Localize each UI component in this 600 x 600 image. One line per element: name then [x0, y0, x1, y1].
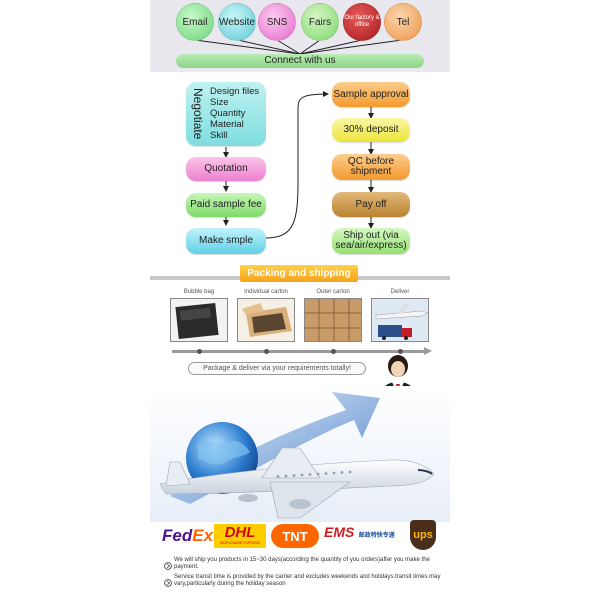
dhl-logo: DHL WORLDWIDE EXPRESS [214, 524, 266, 548]
contact-fairs-label: Fairs [308, 16, 332, 28]
bubble-bag-image [170, 298, 228, 342]
ems-logo: EMS 邮政特快专递 [324, 524, 406, 548]
contact-factory-label: Our factory & office [344, 15, 380, 28]
contact-connector-lines [194, 39, 403, 55]
contact-sns-label: SNS [266, 16, 288, 28]
timeline-dot [264, 349, 269, 354]
contact-email-label: Email [182, 16, 208, 28]
stage-label-individual-carton: Individual carton [244, 289, 288, 295]
step-ship-out: Ship out (via sea/air/express) [332, 228, 410, 254]
negotiate-item: Size [210, 97, 229, 108]
contact-tel[interactable]: Tel [384, 3, 422, 41]
note-bullet-icon [164, 574, 174, 587]
step-sample-approval: Sample approval [332, 82, 410, 107]
negotiate-item-list: Design files Size Quantity Material Skil… [210, 86, 259, 141]
dhl-text: DHL [224, 524, 256, 541]
ups-text: ups [413, 529, 433, 541]
contact-website[interactable]: Website [218, 3, 256, 41]
negotiate-item: Design files [210, 86, 260, 97]
contact-factory-office[interactable]: Our factory & office [343, 3, 381, 41]
packing-banner: Packing and shipping [240, 265, 358, 282]
step-quotation: Quotation [186, 157, 266, 181]
negotiate-item: Skill [210, 130, 228, 141]
negotiate-title: Negotiate [191, 88, 205, 140]
step-paid-sample-fee: Paid sample fee [186, 193, 266, 217]
process-arrows [223, 91, 374, 239]
timeline-dot [197, 349, 202, 354]
negotiate-box [186, 82, 266, 146]
contact-sns[interactable]: SNS [258, 3, 296, 41]
stage-label-outer-carton: Outer carton [316, 289, 350, 295]
timeline-dot [398, 349, 403, 354]
fedex-logo: FedEx. [162, 526, 218, 546]
shipping-note-1: We will ship you products in 15~30 days(… [174, 557, 430, 570]
fedex-fed-text: Fed [162, 526, 193, 545]
tnt-text: TNT [282, 528, 308, 544]
negotiate-item: Quantity [210, 108, 246, 119]
package-deliver-note: Package & deliver via your requirements … [188, 362, 366, 375]
contact-fairs[interactable]: Fairs [301, 3, 339, 41]
ups-logo: ups [410, 520, 436, 550]
individual-carton-image [237, 298, 295, 342]
stage-label-bubble-bag: Bubble bag [183, 289, 215, 295]
step-qc-before-shipment: QC before shipment [332, 154, 410, 180]
negotiate-item: Material [210, 119, 244, 130]
ems-text: EMS [324, 524, 355, 540]
stage-label-deliver: Deliver [390, 289, 410, 295]
shipping-note-2: Service transit time is provided by the … [174, 574, 441, 587]
timeline-dot [331, 349, 336, 354]
connect-with-us-bar: Connect with us [176, 54, 424, 68]
timeline-arrow-icon [424, 347, 432, 355]
contact-tel-label: Tel [396, 16, 410, 28]
contact-email[interactable]: Email [176, 3, 214, 41]
outer-carton-image [304, 298, 362, 342]
tnt-logo: TNT [271, 524, 319, 548]
step-make-sample: Make smple [186, 228, 266, 254]
packing-timeline [172, 350, 428, 353]
deliver-image [371, 298, 429, 342]
step-pay-off: Pay off [332, 192, 410, 217]
fedex-ex-text: Ex. [192, 526, 218, 545]
note-bullet-icon [164, 557, 174, 570]
ems-subtext: 邮政特快专递 [358, 533, 395, 539]
contact-website-label: Website [219, 16, 255, 28]
dhl-subtext: WORLDWIDE EXPRESS [220, 541, 260, 545]
airplane-globe-illustration [159, 392, 435, 519]
step-30-deposit: 30% deposit [332, 118, 410, 142]
